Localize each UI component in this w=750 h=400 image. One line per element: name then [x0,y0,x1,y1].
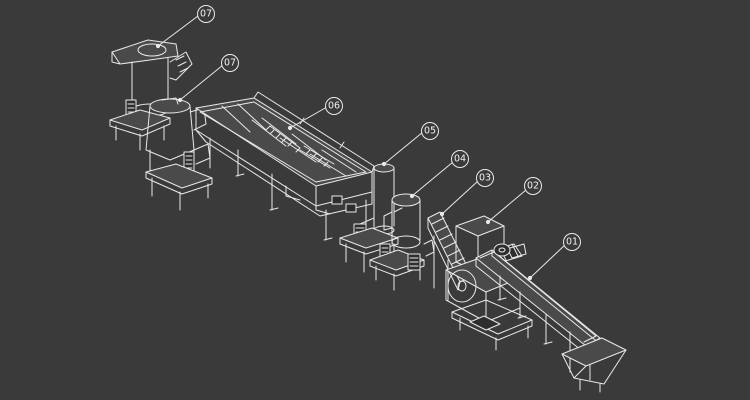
callout-02: 02 [524,177,542,195]
callout-07-upper: 07 [197,5,215,23]
callout-label-01: 01 [566,237,578,248]
callout-04: 04 [451,150,469,168]
callout-05: 05 [421,122,439,140]
cyclone-dryer-upper [109,39,193,151]
cyclone-dryer-lower [145,97,213,211]
callout-label-04: 04 [454,154,466,165]
callout-label-06: 06 [328,101,340,112]
friction-washer [369,193,435,291]
callout-label-07-upper: 07 [200,9,212,20]
callout-label-02: 02 [527,181,539,192]
callout-label-05: 05 [424,126,436,137]
washing-tank [195,91,375,241]
belt-conveyor [475,243,627,393]
callout-label-07-lower: 07 [224,58,236,69]
callout-03: 03 [476,169,494,187]
callout-label-03: 03 [479,173,491,184]
callout-06: 06 [325,97,343,115]
leader-lines [155,15,567,281]
callout-07-lower: 07 [221,54,239,72]
callout-01: 01 [563,233,581,251]
